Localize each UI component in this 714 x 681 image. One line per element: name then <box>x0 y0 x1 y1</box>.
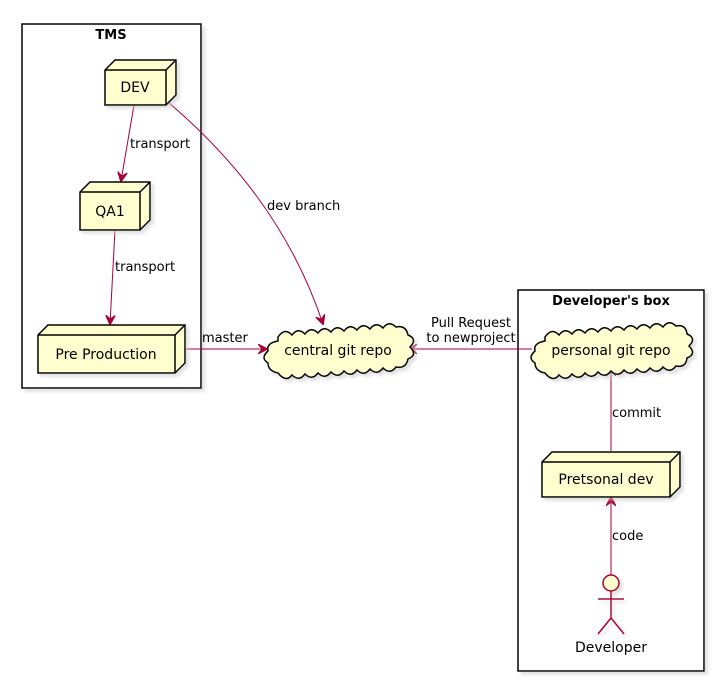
edge-label-transport-1: transport <box>130 137 190 152</box>
developer-box-title: Developer's box <box>552 294 670 309</box>
edge-label-code: code <box>612 529 643 544</box>
node-central-repo <box>263 323 415 380</box>
node-central-repo-label: central git repo <box>284 343 392 359</box>
node-qa1 <box>79 181 151 231</box>
edge-dev-qa1: transport <box>121 104 190 181</box>
node-personal-dev <box>541 451 681 498</box>
node-personal-repo <box>530 322 694 380</box>
actor-developer-label: Developer <box>575 640 647 656</box>
edge-label-transport-2: transport <box>115 260 175 275</box>
node-pre-production <box>37 324 186 374</box>
edge-label-dev-branch: dev branch <box>267 199 340 214</box>
node-pre-production-label: Pre Production <box>55 347 156 363</box>
edge-personal-central: Pull Request to newproject <box>408 316 532 349</box>
edge-label-master: master <box>202 331 248 346</box>
tms-package-title: TMS <box>95 28 126 43</box>
edge-label-commit: commit <box>612 406 661 421</box>
arrow-dev-central <box>167 101 323 324</box>
edge-label-pull-request: Pull Request <box>431 316 511 331</box>
edge-developer-personaldev: code <box>611 497 643 575</box>
node-qa1-label: QA1 <box>95 204 125 220</box>
node-dev <box>104 59 177 106</box>
node-personal-repo-label: personal git repo <box>551 343 670 359</box>
actor-head <box>602 574 620 592</box>
node-dev-label: DEV <box>120 80 150 96</box>
node-personal-dev-label: Pretsonal dev <box>558 472 653 488</box>
edge-qa1-preprod: transport <box>110 229 175 324</box>
edge-label-to-newproject: to newproject <box>426 331 515 346</box>
edge-personaldev-personalrepo: commit <box>611 367 661 451</box>
edge-preprod-central: master <box>185 331 267 349</box>
actor-developer <box>597 574 625 635</box>
edge-dev-central: dev branch <box>167 101 340 324</box>
arrow-dev-qa1 <box>121 104 135 181</box>
arrow-qa1-preprod <box>110 229 116 324</box>
